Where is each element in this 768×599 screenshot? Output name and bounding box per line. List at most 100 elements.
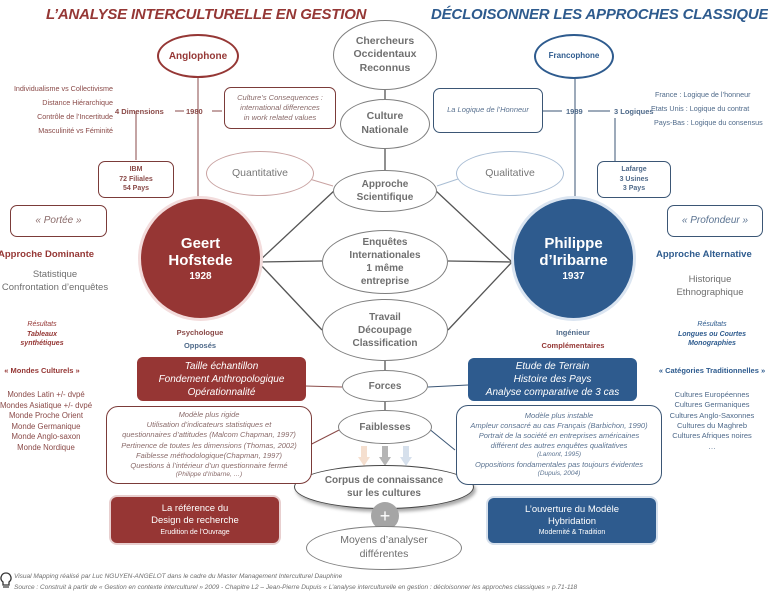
dimension-item: Distance Hiérarchique (42, 98, 113, 108)
mondes-culturels-label: « Mondes Culturels » (4, 366, 80, 375)
ouverture-box: L’ouverture du Modèle Hybridation Modern… (488, 498, 656, 543)
corpus-line: sur les cultures (347, 488, 421, 499)
moyens-line: Moyens d’analyser (340, 534, 428, 547)
enquetes-line: Enquêtes (362, 237, 408, 248)
francophone-label: Francophone (548, 51, 600, 61)
weakness-item: Pertinence de toutes les dimensions (Tho… (121, 440, 297, 450)
approche-detail-right: Historique Ethnographique (650, 273, 768, 300)
logique-honneur-box: La Logique de l’Honneur (433, 88, 543, 133)
ibm-box: IBM 72 Filiales 54 Pays (98, 161, 174, 198)
forces-node: Forces (342, 370, 428, 402)
strength-item: Etude de Terrain (515, 361, 590, 372)
culture-consequences-box: Culture’s Consequences : international d… (224, 87, 336, 129)
weakness-item: Portrait de la société en entreprises am… (478, 431, 640, 441)
culture-item: Cultures Germaniques (674, 400, 750, 410)
monde-item: Monde Anglo-saxon (11, 432, 81, 442)
culture-item: Cultures du Maghreb (676, 421, 748, 431)
strength-item: Histoire des Pays (513, 374, 592, 385)
approche-detail-left: Statistique Confrontation d’enquêtes (0, 268, 120, 295)
book-line: in work related values (243, 113, 317, 123)
portee-label: « Portée » (35, 215, 82, 227)
weakness-item: (Dupuis, 2004) (537, 470, 581, 478)
iribarne-last: d’Iribarne (539, 251, 608, 269)
monde-item: Monde Proche Orient (8, 411, 84, 421)
company-line: 3 Usines (619, 175, 649, 183)
connector (447, 260, 513, 263)
forces-label: Forces (368, 380, 402, 392)
company-line: IBM (129, 165, 143, 173)
company-line: 54 Pays (122, 185, 150, 193)
culture-item: Cultures Afriques noires (672, 431, 752, 441)
cultures-list: Cultures Européennes Cultures Germanique… (662, 390, 762, 452)
approche-detail-item: Ethnographique (676, 287, 744, 299)
travail-line: Classification (352, 337, 418, 349)
approche-line: Scientifique (356, 192, 414, 203)
weakness-item: (Lamont, 1995) (536, 451, 582, 459)
legacy-line: Design de recherche (151, 515, 239, 527)
lafarge-box: Lafarge 3 Usines 3 Pays (597, 161, 671, 198)
year-1980: 1980 (186, 107, 203, 116)
results-item: Tableaux (26, 330, 58, 338)
title-left: L’ANALYSE INTERCULTURELLE EN GESTION (46, 6, 367, 23)
profondeur-label: « Profondeur » (681, 215, 749, 227)
weakness-item: Ampleur consacré au cas Français (Barbic… (470, 421, 648, 431)
approche-detail-item: Confrontation d’enquêtes (1, 282, 109, 294)
results-right: Résultats Longues ou Courtes Monographie… (670, 320, 754, 349)
enquetes-line: 1 même (366, 263, 404, 274)
dimension-item: Individualisme vs Collectivisme (13, 84, 113, 93)
weakness-item: Utilisation d’indicateurs statistiques e… (146, 420, 272, 430)
arrow-down-icon (379, 446, 391, 466)
culture-line: Culture (366, 110, 404, 123)
qualitative-label: Qualitative (485, 166, 535, 179)
approche-line: Approche (361, 179, 409, 190)
results-label: Résultats (27, 321, 57, 328)
francophone-node: Francophone (534, 34, 614, 79)
anglophone-label: Anglophone (168, 50, 228, 62)
chercheurs-line: Occidentaux (353, 48, 417, 61)
title-right: DÉCLOISONNER LES APPROCHES CLASSIQUES (431, 6, 768, 23)
connector (447, 261, 513, 331)
legacy-sub: Modernité & Tradition (538, 529, 606, 537)
moyens-line: différentes (359, 548, 409, 560)
forces-right-box: Etude de Terrain Histoire des Pays Analy… (468, 358, 637, 401)
results-item: Longues ou Courtes (677, 330, 747, 338)
legacy-line: L’ouverture du Modèle (524, 503, 619, 515)
monde-item: Mondes Asiatique +/- dvpé (0, 400, 93, 410)
arrow-down-icon (358, 446, 370, 466)
travail-line: Travail (369, 311, 401, 323)
legacy-line: Hybridation (547, 515, 597, 527)
hofstede-year: 1928 (189, 271, 212, 282)
culture-item: Cultures Anglo-Saxonnes (669, 410, 755, 420)
approche-alternative: Approche Alternative (656, 249, 752, 260)
faiblesses-right-box: Modèle plus instable Ampleur consacré au… (456, 405, 662, 485)
reference-box: La référence du Design de recherche Erud… (111, 497, 279, 543)
culture-item: … (708, 441, 716, 451)
connector (427, 384, 469, 388)
iribarne-year: 1937 (562, 271, 585, 282)
travail-line: Découpage (358, 324, 412, 336)
strength-item: Fondement Anthropologique (158, 373, 285, 385)
profession-left: Psychologue (176, 328, 224, 337)
lightbulb-icon (0, 572, 12, 588)
enquetes-line: Internationales (349, 250, 421, 261)
strength-item: Opérationnalité (187, 386, 256, 398)
connector (257, 261, 323, 331)
logique-item: Etats Unis : Logique du contrat (651, 104, 750, 114)
weakness-item: Oppositions fondamentales pas toujours é… (474, 460, 644, 470)
results-item: Monographies (688, 340, 736, 348)
legacy-sub: Erudition de l’Ouvrage (160, 528, 230, 536)
relation-left: Opposés (183, 341, 217, 350)
year-1989: 1989 (566, 107, 583, 116)
categories-traditionnelles-label: « Catégories Traditionnelles » (658, 366, 766, 375)
results-left: Résultats Tableaux synthétiques (0, 320, 84, 349)
qualitative-node: Qualitative (456, 151, 564, 196)
approche-dominante: Approche Dominante (0, 249, 95, 260)
logiques-list: France : Logique de l’honneur Etats Unis… (651, 88, 763, 130)
hofstede-circle: Geert Hofstede 1928 (141, 199, 260, 318)
weakness-item: Modèle plus rigide (178, 410, 240, 420)
forces-left-box: Taille échantillon Fondement Anthropolog… (137, 357, 306, 401)
